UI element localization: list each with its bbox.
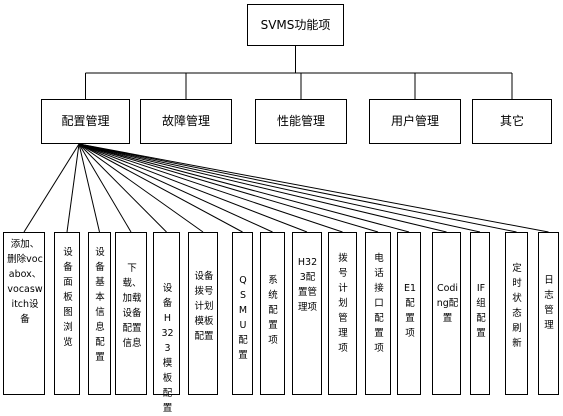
node-label: 用户管理	[390, 114, 439, 129]
leaf-connector-line	[78, 143, 308, 233]
leaf-node: Coding配置	[432, 232, 461, 395]
leaf-label: IF组配置	[476, 283, 486, 339]
leaf-connector-line	[78, 143, 549, 233]
leaf-label: H323配置管理项	[297, 257, 318, 313]
leaf-connector-line	[23, 143, 80, 233]
leaf-label: 日志管理	[544, 275, 554, 331]
leaf-connector-line	[78, 143, 167, 233]
leaf-label: 下载、加载设备配置信息	[122, 263, 142, 349]
node-performance-management: 性能管理	[255, 99, 347, 144]
leaf-node: IF组配置	[470, 232, 490, 395]
leaf-label: E1配置项	[403, 283, 417, 339]
node-config-management: 配置管理	[41, 99, 130, 144]
node-label: 配置管理	[61, 114, 110, 129]
leaf-node: H323配置管理项	[292, 232, 322, 395]
leaf-connector-line	[78, 143, 481, 233]
leaf-label: Coding配置	[436, 283, 459, 324]
leaf-connector-line	[78, 143, 447, 233]
leaf-node: 设备H323模板配置	[153, 232, 180, 414]
leaf-node: 拨号计划管理项	[328, 232, 357, 395]
leaf-node: 添加、删除vocabox、vocaswitch设备	[3, 232, 45, 395]
leaf-label: 拨号计划管理项	[338, 253, 348, 354]
leaf-node: 系统配置项	[260, 232, 285, 395]
leaf-label: 设备基本信息配置	[95, 247, 105, 363]
leaf-connector-line	[78, 143, 273, 233]
leaf-node: 定时状态刷新	[505, 232, 528, 395]
leaf-node: 设备拨号计划模板配置	[188, 232, 218, 395]
leaf-node: 设备面板图浏览	[54, 232, 80, 395]
leaf-connector-line	[78, 143, 379, 233]
leaf-node: 设备基本信息配置	[88, 232, 111, 395]
leaf-connector-line	[78, 143, 517, 233]
leaf-connector-line	[78, 143, 343, 233]
node-label: 其它	[499, 114, 524, 129]
node-label: 性能管理	[276, 114, 325, 129]
leaf-label: 设备拨号计划模板配置	[194, 271, 214, 342]
leaf-label: 设备面板图浏览	[63, 247, 73, 348]
leaf-label: 设备H323模板配置	[161, 283, 174, 414]
root-node: SVMS功能项	[247, 4, 344, 46]
node-other: 其它	[472, 99, 552, 144]
leaf-label: 添加、删除vocabox、vocaswitch设备	[7, 239, 43, 325]
leaf-connector-line	[66, 143, 80, 233]
hierarchy-connectors	[23, 46, 549, 233]
leaf-node: QSMU配置	[232, 232, 253, 395]
leaf-label: 系统配置项	[268, 275, 278, 346]
leaf-node: E1配置项	[397, 232, 421, 395]
leaf-connector-line	[78, 143, 410, 233]
leaf-node: 下载、加载设备配置信息	[115, 232, 147, 395]
leaf-label: QSMU配置	[238, 275, 248, 361]
leaf-connector-line	[78, 143, 243, 233]
leaf-connector-line	[78, 143, 204, 233]
node-user-management: 用户管理	[369, 99, 461, 144]
leaf-label: 电话接口配置项	[374, 253, 384, 354]
leaf-connector-line	[78, 143, 100, 233]
leaf-node: 电话接口配置项	[365, 232, 391, 395]
root-node-label: SVMS功能项	[260, 17, 331, 32]
node-fault-management: 故障管理	[140, 99, 232, 144]
leaf-node: 日志管理	[538, 232, 559, 395]
leaf-connector-line	[78, 143, 132, 233]
node-label: 故障管理	[161, 114, 210, 129]
leaf-label: 定时状态刷新	[512, 263, 522, 349]
